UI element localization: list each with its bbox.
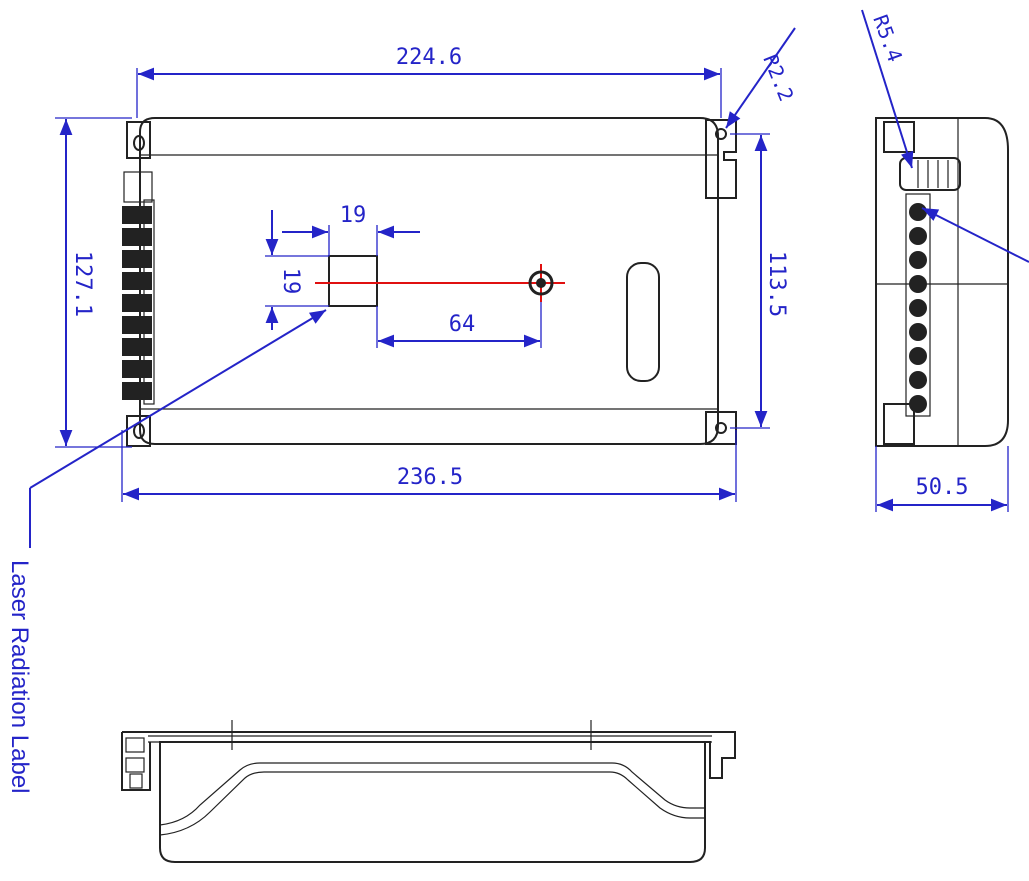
laser-radiation-label-callout: Laser Radiation Label [6,560,33,794]
side-view [875,117,1029,447]
dim-top-width: 224.6 [396,45,462,70]
front-view [122,117,737,447]
bottom-view [121,720,736,863]
dim-side-radius: R5.4 [868,12,907,65]
dim-side-depth: 50.5 [916,475,969,500]
dim-label-width: 19 [340,203,367,228]
dim-label-offset: 64 [449,312,476,337]
terminal-block [122,171,155,405]
front-dimensions: 224.6 R2.2 127.1 113.5 19 19 64 [29,27,799,548]
dim-total-height: 127.1 [70,251,95,317]
dim-hole-radius: R2.2 [758,51,798,105]
dim-hole-spacing: 113.5 [764,251,789,317]
dim-label-height: 19 [278,268,303,295]
dim-total-width: 236.5 [397,465,463,490]
